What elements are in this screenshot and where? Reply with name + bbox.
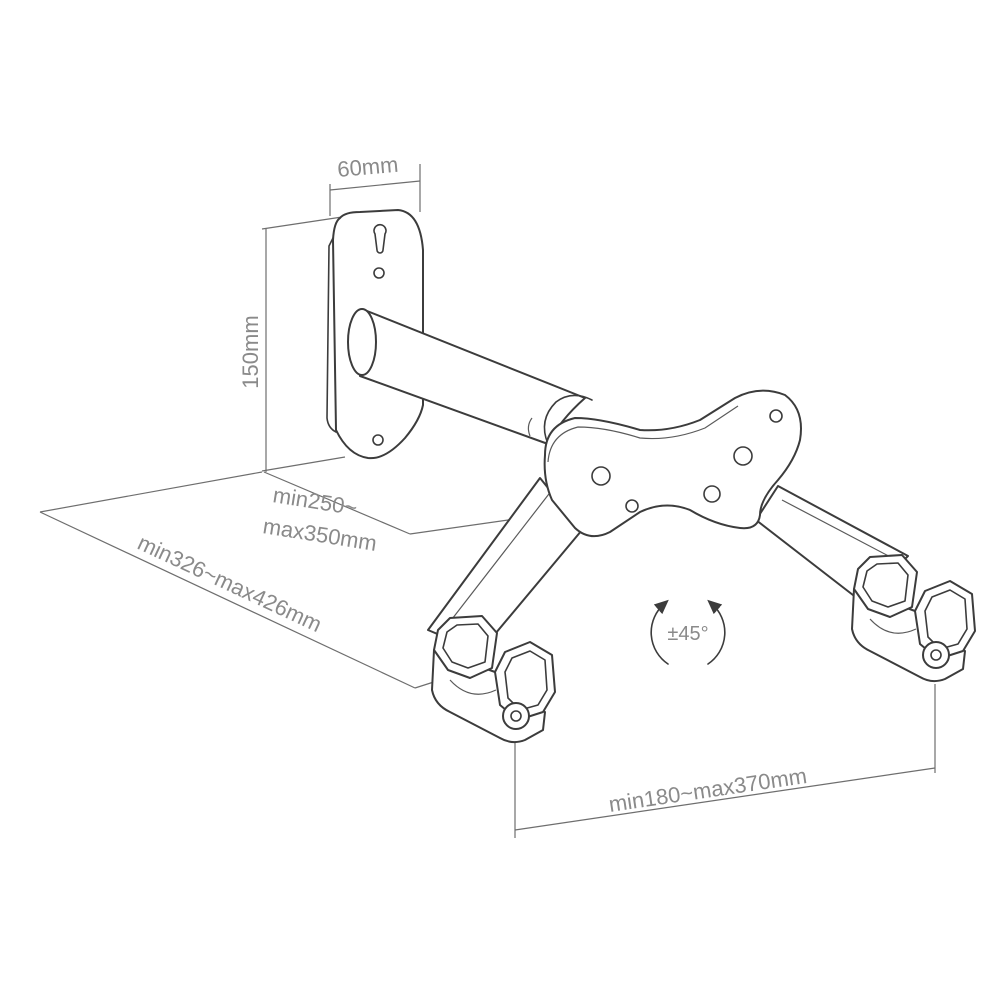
rotation-arrow-left-icon — [650, 599, 669, 665]
left-cradle-back-cup-inner — [442, 623, 489, 669]
left-cradle-saddle — [449, 679, 497, 695]
height-extension-bottom — [261, 456, 346, 472]
right-cradle-knob-center — [930, 649, 942, 661]
head-plate-face — [543, 389, 802, 538]
head-plate — [543, 389, 802, 538]
cradle-spacing-label: min180~max370mm — [607, 763, 808, 817]
dimension-lines — [39, 164, 936, 838]
tube-collar-ring — [527, 417, 533, 437]
height-extension-top — [261, 216, 343, 230]
width-dimension-line — [329, 180, 421, 191]
head-bolt-hole-2 — [733, 446, 753, 466]
tube-collar — [543, 394, 593, 445]
mount-width-label: 60mm — [336, 152, 399, 182]
rotation-indicator: ±45° — [650, 599, 726, 665]
total-reach-extension-wall — [39, 471, 263, 513]
head-bolt-hole-1 — [591, 466, 611, 486]
right-cradle — [851, 554, 976, 683]
left-cradle — [431, 615, 556, 744]
arm-reach-min-label: min250~ — [271, 482, 359, 520]
spacing-dimension-line — [514, 767, 936, 831]
head-bolt-hole-3 — [625, 499, 639, 513]
total-reach-dimension-line — [39, 511, 416, 689]
head-plate-top-edge — [547, 405, 739, 463]
head-bolt-hole-4 — [703, 485, 721, 503]
arm-reach-max-label: max350mm — [261, 513, 378, 556]
left-cradle-knob — [502, 702, 530, 730]
right-cradle-back-cup-inner — [862, 562, 909, 608]
left-arm-edge — [441, 489, 553, 633]
plate-screw-hole-bottom — [372, 434, 384, 446]
left-cradle-knob-center — [510, 710, 522, 722]
plate-height-label: 150mm — [238, 315, 263, 388]
left-cradle-front-cup-inner — [504, 650, 548, 711]
tube-end-cap — [347, 308, 377, 376]
arm-reach-extension — [409, 518, 516, 535]
plate-screw-hole-middle — [373, 267, 385, 279]
keyhole-slot — [373, 223, 387, 254]
right-cradle-saddle — [869, 618, 917, 634]
total-reach-label: min326~max426mm — [134, 530, 326, 637]
right-cradle-front-cup-inner — [924, 589, 968, 650]
wall-plate-side-edge — [326, 235, 337, 433]
right-cradle-knob — [922, 641, 950, 669]
right-arm-edge — [781, 499, 901, 563]
rotation-label: ±45° — [667, 623, 708, 645]
rotation-arrow-right-icon — [707, 599, 726, 665]
head-bolt-hole-5 — [769, 409, 783, 423]
arm-reach-dimension-line — [263, 471, 411, 535]
